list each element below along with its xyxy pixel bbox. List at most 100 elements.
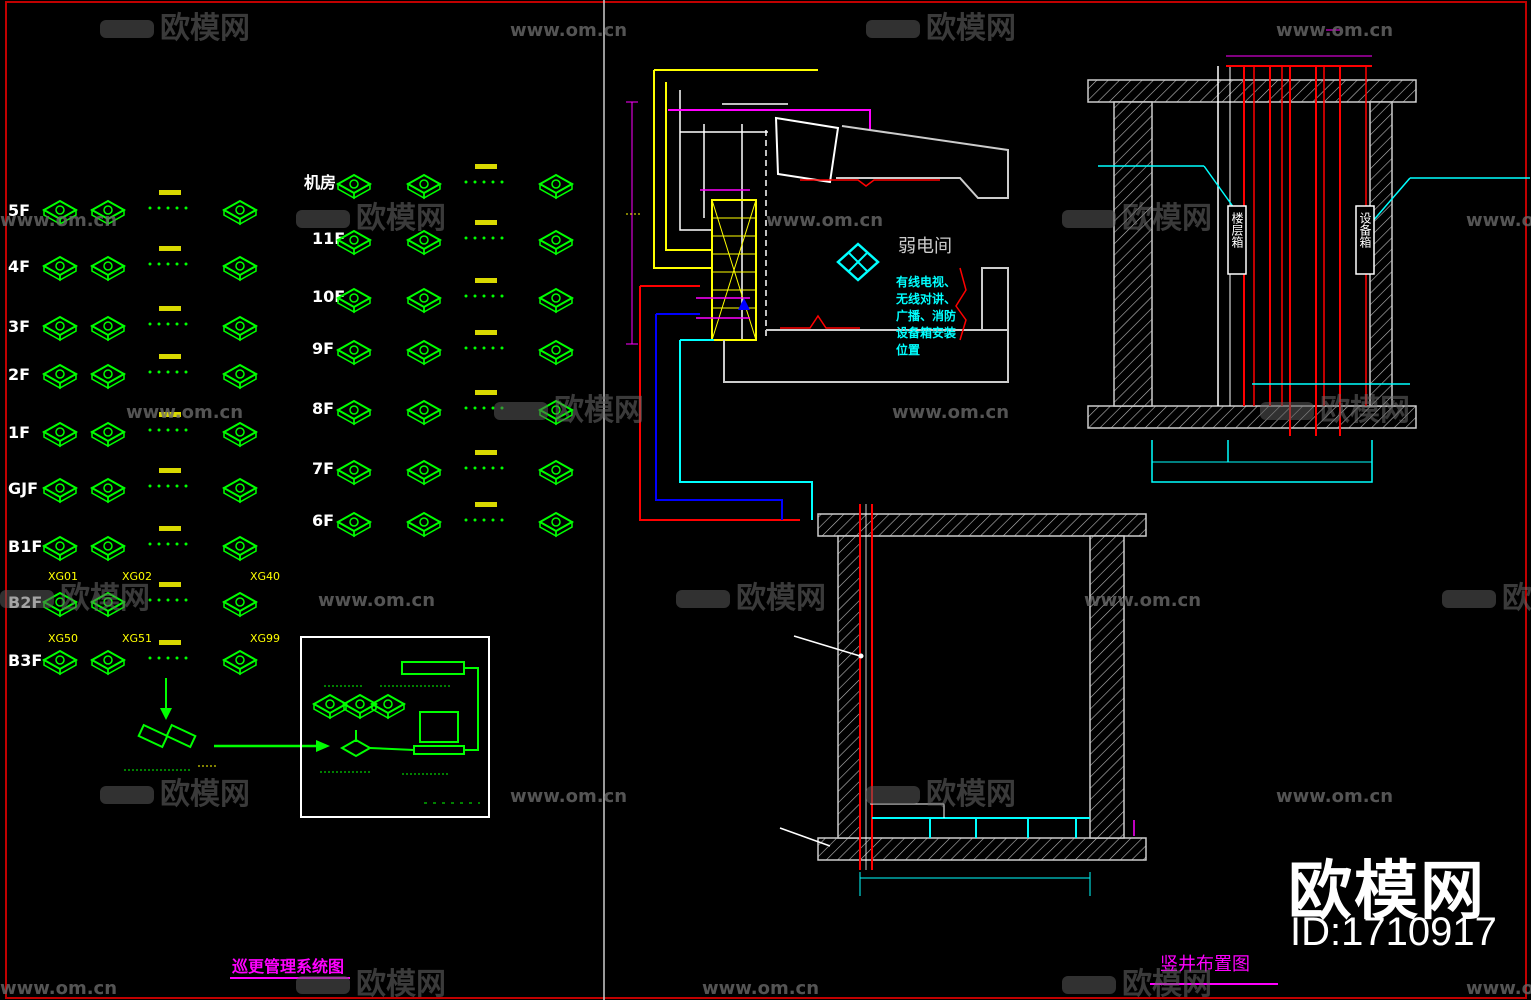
watermark-url: www.om.cn	[1276, 786, 1393, 807]
tour-point-icon	[221, 421, 259, 448]
tour-point-icon	[405, 511, 443, 538]
tour-point-icon	[41, 315, 79, 342]
tour-point-icon	[537, 459, 575, 486]
shaft-label-left: 楼层箱	[1230, 211, 1244, 248]
tour-connection-dots	[148, 190, 188, 210]
watermark-url: www.om.cn	[1084, 590, 1201, 611]
brand-watermark-mark: 欧模网	[100, 777, 250, 812]
tour-point-code: XG51	[122, 632, 152, 645]
shaft-label-right: 设备箱	[1358, 212, 1372, 248]
watermark-url: www.om.cn	[1276, 20, 1393, 41]
floor-label: 5F	[8, 201, 30, 220]
brand-watermark-mark: 欧模网	[866, 777, 1016, 812]
tour-point-icon	[405, 399, 443, 426]
watermark-url: www.om.cn	[510, 20, 627, 41]
tour-point-icon	[89, 591, 127, 618]
tour-point-icon	[221, 591, 259, 618]
svg-text:欧模网: 欧模网	[60, 581, 150, 616]
tour-point-code: XG01	[48, 570, 78, 583]
tour-point-icon	[335, 287, 373, 314]
tour-point-icon	[41, 363, 79, 390]
watermark-url: www.om.cn	[0, 210, 117, 231]
brand-watermark-mark: 欧模网	[296, 967, 446, 1000]
tour-connection-dots	[464, 450, 504, 470]
tour-connection-dots	[148, 526, 188, 546]
svg-text:欧模网: 欧模网	[554, 393, 644, 428]
tour-point-icon	[221, 199, 259, 226]
tour-point-icon	[41, 199, 79, 226]
tour-point-icon	[89, 199, 127, 226]
svg-text:欧模网: 欧模网	[356, 201, 446, 236]
brand-watermark-mark: 欧模网	[1260, 393, 1410, 428]
tour-point-icon	[41, 255, 79, 282]
tour-point-icon	[537, 287, 575, 314]
tour-point-icon	[335, 339, 373, 366]
tour-point-icon	[335, 459, 373, 486]
tour-point-icon	[221, 477, 259, 504]
tour-connection-dots	[148, 412, 188, 432]
floor-label: B3F	[8, 651, 42, 670]
tour-point-icon	[341, 693, 379, 720]
room-note-line: 广播、消防	[896, 308, 956, 323]
tour-point-icon	[537, 173, 575, 200]
floor-label: GJF	[8, 479, 38, 498]
distribution-box-symbol	[836, 242, 880, 282]
shaft-section-view: 楼层箱 设备箱	[1087, 29, 1530, 483]
tour-point-icon	[335, 229, 373, 256]
watermark-url: www.om.cn	[1466, 210, 1531, 231]
tour-connection-dots	[148, 582, 188, 602]
tour-point-icon	[405, 173, 443, 200]
tour-point-icon	[89, 535, 127, 562]
svg-text:欧模网: 欧模网	[1502, 581, 1531, 616]
floor-label: 8F	[312, 399, 334, 418]
room-note-line: 设备箱安装	[896, 325, 956, 340]
svg-text:欧模网: 欧模网	[1320, 393, 1410, 428]
tour-connection-dots	[464, 220, 504, 240]
floor-label: 10F	[312, 287, 345, 306]
tour-point-icon	[405, 287, 443, 314]
brand-watermark-mark: 欧模网	[0, 581, 150, 616]
svg-text:欧模网: 欧模网	[1122, 967, 1212, 1000]
tour-connection-dots	[464, 502, 504, 522]
brand-watermark-mark: 欧模网	[1062, 201, 1212, 236]
brand-watermark-mark: 欧模网	[296, 201, 446, 236]
floor-label: 6F	[312, 511, 334, 530]
tour-point-icon	[41, 535, 79, 562]
room-note-line: 无线对讲、	[895, 291, 956, 306]
floor-label: 2F	[8, 365, 30, 384]
floor-label: 7F	[312, 459, 334, 478]
floor-label: 1F	[8, 423, 30, 442]
tour-connection-dots	[148, 246, 188, 266]
tour-connection-dots	[148, 640, 188, 660]
floor-label: 4F	[8, 257, 30, 276]
tour-point-icon	[537, 229, 575, 256]
tour-connection-dots	[464, 164, 504, 184]
tour-point-icon	[41, 421, 79, 448]
tour-point-code: XG50	[48, 632, 78, 645]
tour-point-icon	[405, 229, 443, 256]
svg-text:欧模网: 欧模网	[160, 777, 250, 812]
tour-point-icon	[89, 477, 127, 504]
tour-point-icon	[41, 477, 79, 504]
svg-text:欧模网: 欧模网	[926, 777, 1016, 812]
floor-label: 机房	[304, 173, 336, 192]
tour-connection-dots	[148, 306, 188, 326]
tour-point-icon	[89, 649, 127, 676]
brand-watermark-mark: 欧模网	[100, 11, 250, 46]
drawing-frame	[5, 1, 1527, 999]
watermark-url: www.om.cn	[0, 978, 117, 999]
floor-label: 11F	[312, 229, 345, 248]
brand-watermark-mark: 欧模网	[1062, 967, 1212, 1000]
tour-point-icon	[311, 693, 349, 720]
tour-point-code: XG40	[250, 570, 280, 583]
tour-connection-dots	[148, 354, 188, 374]
tour-point-icon	[221, 535, 259, 562]
svg-text:欧模网: 欧模网	[926, 11, 1016, 46]
diagram-title: 巡更管理系统图	[232, 957, 344, 976]
floor-label: 3F	[8, 317, 30, 336]
watermark-url: www.om.cn	[892, 402, 1009, 423]
brand-watermark-mark: 欧模网	[676, 581, 826, 616]
tour-point-icon	[405, 339, 443, 366]
tour-point-icon	[221, 649, 259, 676]
